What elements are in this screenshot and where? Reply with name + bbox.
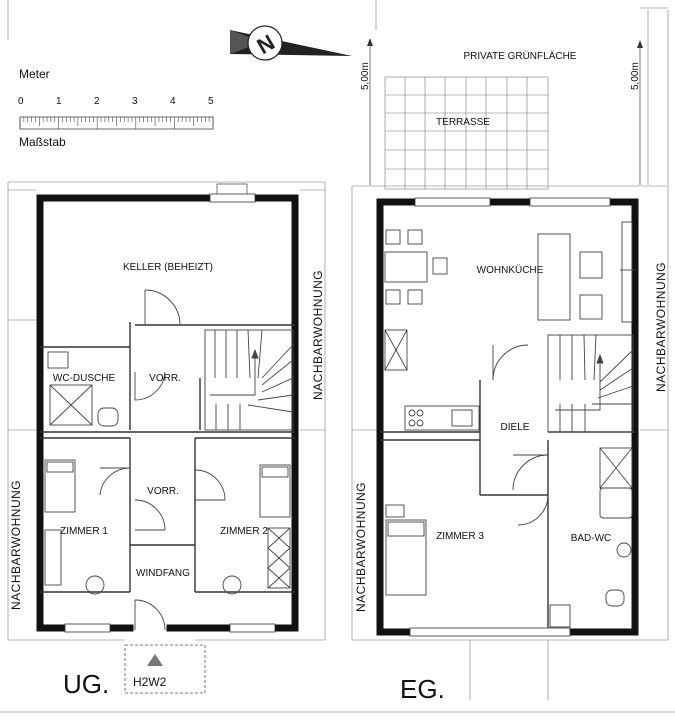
ug-room-zimmer2: ZIMMER 2 (220, 526, 268, 537)
ug-neighbor-left: NACHBARWOHNUNG (9, 480, 23, 610)
ug-toilet (97, 407, 119, 427)
ug-entrance-code: H2W2 (133, 675, 167, 689)
eg-zimmer3-bed (385, 504, 427, 596)
scale-tick-3: 3 (132, 96, 138, 107)
ug-room-windfang: WINDFANG (136, 568, 190, 579)
eg-terrace: TERRASSE (436, 117, 490, 128)
eg-dim-left: 5,00m (360, 62, 371, 90)
eg-tv-unit (620, 221, 636, 323)
scale-tick-1: 1 (56, 96, 62, 107)
eg-bathtub (599, 487, 633, 519)
ug-room-keller: KELLER (BEHEIZT) (123, 262, 213, 273)
eg-dining-set (384, 229, 448, 305)
eg-room-zimmer3: ZIMMER 3 (436, 531, 484, 542)
eg-room-bad-wc: BAD-WC (571, 533, 612, 544)
scale-tick-2: 2 (94, 96, 100, 107)
ug-room-vorr-top: VORR. (149, 373, 181, 384)
eg-plan (351, 10, 669, 700)
eg-terrace-grid (384, 76, 549, 190)
ug-zimmer2-bed (259, 464, 291, 518)
scale-tick-5: 5 (208, 96, 214, 107)
scale-unit-label: Meter (19, 67, 50, 81)
ug-room-zimmer1: ZIMMER 1 (60, 526, 108, 537)
eg-green-area: PRIVATE GRÜNFLÄCHE (464, 50, 577, 62)
eg-washing-machine (549, 604, 571, 628)
ug-plan (7, 181, 326, 694)
eg-floor-label: EG. (400, 674, 445, 704)
ug-zimmer1-bed (44, 459, 76, 513)
ug-staircase (204, 329, 294, 431)
ug-shower (49, 384, 93, 426)
eg-sofa (537, 233, 603, 321)
entrance-triangle-icon (147, 654, 163, 666)
ug-neighbor-right: NACHBARWOHNUNG (311, 270, 325, 400)
scale-caption: Maßstab (19, 135, 66, 149)
scale-tick-0: 0 (18, 96, 24, 107)
eg-kitchen-counter (404, 405, 480, 431)
ug-room-vorr-mid: VORR. (147, 486, 179, 497)
eg-neighbor-left: NACHBARWOHNUNG (354, 482, 368, 612)
scale-bar: Meter 0 1 2 3 4 5 Maßstab (18, 67, 214, 149)
scale-tick-4: 4 (170, 96, 176, 107)
eg-staircase (547, 334, 634, 433)
ug-zimmer2-shelf (267, 527, 291, 589)
eg-shower (599, 447, 633, 489)
eg-dim-right: 5,00m (630, 62, 641, 90)
north-arrow-icon: N (230, 25, 352, 61)
ug-floor-label: UG. (63, 669, 109, 699)
eg-room-diele: DIELE (501, 422, 530, 433)
ug-room-wc-dusche: WC-DUSCHE (53, 373, 116, 384)
eg-room-wohnkueche: WOHNKÜCHE (477, 264, 544, 276)
eg-washbasin (616, 542, 632, 558)
eg-neighbor-right: NACHBARWOHNUNG (654, 262, 668, 392)
eg-toilet (605, 589, 625, 607)
ug-washbasin (47, 351, 69, 369)
